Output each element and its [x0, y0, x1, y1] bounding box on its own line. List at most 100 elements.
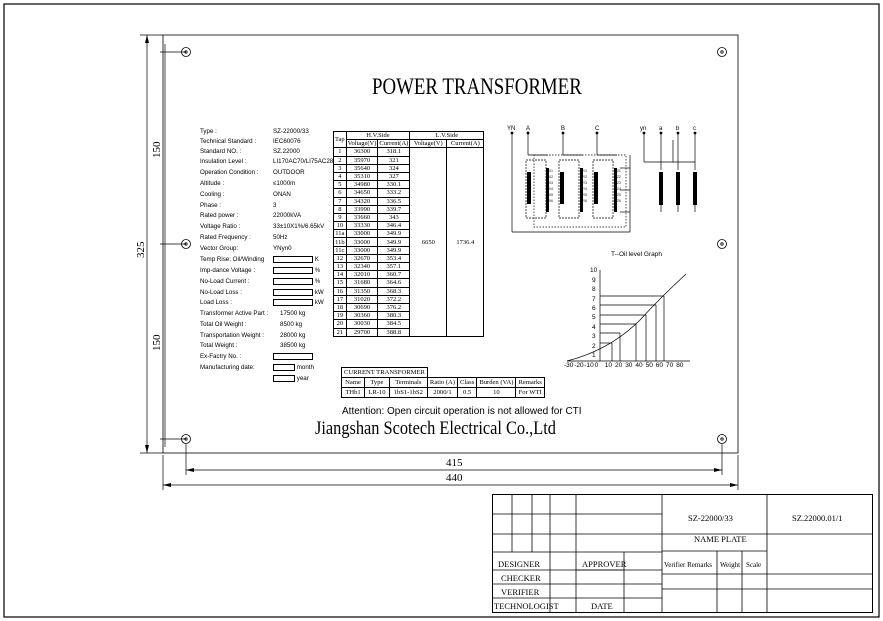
spec-label: Manufacturing date: — [200, 364, 255, 371]
spec-row: No-Load Current : % — [200, 278, 320, 285]
spec-row: Imp-dance Voltage : % — [200, 267, 320, 274]
value-box — [273, 353, 313, 360]
weight-label: Weight — [720, 561, 741, 569]
hv-voltage-cell: 32670 — [345, 253, 379, 264]
tap-number: 3 — [333, 163, 347, 173]
verifier-remarks-label: Verifier Remarks — [664, 561, 713, 569]
value-box — [273, 256, 313, 263]
hv-current-cell: 330.1 — [377, 180, 411, 190]
spec-label: Transportation Weight : — [200, 332, 264, 339]
tap-number: 4 — [333, 171, 347, 182]
spec-label: Type : — [200, 128, 217, 135]
svg-text:Z6: Z6 — [617, 199, 621, 203]
spec-unit: % — [314, 267, 321, 275]
ct-value-cell: THb1 — [340, 387, 366, 398]
approver-label: APPROVER — [582, 559, 627, 569]
hv-current-cell: 343 — [377, 212, 411, 223]
title-block-grid — [492, 494, 873, 613]
hv-voltage-cell: 33000 — [345, 237, 379, 247]
spec-value: SZ.22000 — [273, 148, 300, 155]
graph-x-tick: 80 — [676, 362, 684, 369]
value-box — [273, 278, 313, 285]
hv-current-cell: 388.8 — [377, 327, 411, 337]
spec-value: ONAN — [273, 191, 291, 198]
spec-label: Total Weight : — [200, 342, 238, 349]
ct-header-cell: Class — [457, 377, 478, 388]
svg-text:Z4: Z4 — [617, 187, 621, 191]
tap-header: Tap — [333, 130, 347, 149]
graph-x-tick: 60 — [655, 362, 664, 369]
tap-number: 10 — [333, 221, 347, 231]
svg-text:X6: X6 — [549, 199, 553, 203]
spec-row: Transformer Active Part :17500 kg — [200, 310, 305, 317]
spec-row: Cooling :ONAN — [200, 191, 291, 198]
graph-y-tick: 7 — [592, 295, 596, 303]
svg-text:X2: X2 — [549, 175, 553, 179]
hv-voltage-cell: 35310 — [345, 171, 379, 182]
hv-current-cell: 372.2 — [377, 294, 411, 304]
ct-title: CURRENT TRANSFORMER — [341, 367, 428, 378]
spec-row: Manufacturing date: month — [200, 364, 314, 371]
tap-number: 14 — [333, 270, 347, 280]
lv-current-header: Current(A) — [446, 139, 485, 149]
spec-row: Rated Frequency : 50Hz — [200, 234, 287, 241]
tap-number: 13 — [333, 261, 347, 272]
graph-y-tick: 9 — [592, 276, 596, 284]
spec-value: SZ-22000/33 — [273, 128, 309, 135]
spec-value: IEC60076 — [273, 138, 301, 145]
spec-label: Temp Rise: Oil/Winding — [200, 256, 265, 263]
hv-current-cell: 349.9 — [377, 229, 411, 239]
hv-voltage-header: Voltage(V) — [345, 139, 379, 149]
spec-row: Technical Standard :IEC60076 — [200, 138, 301, 145]
spec-value: 50Hz — [273, 234, 288, 241]
graph-y-tick: 5 — [592, 314, 596, 322]
tap-number: 18 — [333, 302, 347, 313]
spec-label: Voltage Ratio : — [200, 223, 241, 230]
spec-unit: K — [314, 256, 319, 264]
hv-current-cell: 336.5 — [377, 196, 411, 206]
attention-note: Attention: Open circuit operation is not… — [342, 406, 582, 417]
spec-value: 22000kVA — [273, 212, 302, 219]
dim-upper: 150 — [151, 141, 163, 159]
ct-value-cell: 2000/1 — [426, 387, 459, 398]
spec-label: Altitude : — [200, 180, 225, 187]
hv-current-header: Current(A) — [377, 139, 411, 149]
tap-number: 20 — [333, 319, 347, 329]
ct-header-cell: Type — [364, 377, 390, 388]
spec-label: Rated Frequency : — [200, 234, 251, 241]
tap-number: 11c — [333, 245, 347, 255]
svg-text:X3: X3 — [549, 181, 553, 185]
hv-voltage-cell: 30690 — [345, 302, 379, 313]
svg-text:X4: X4 — [549, 187, 553, 191]
hv-current-cell: 327 — [377, 171, 411, 182]
svg-text:Y6: Y6 — [583, 199, 587, 203]
ct-header-cell: Burden (VA) — [476, 377, 517, 388]
spec-value: 38500 kg — [280, 342, 306, 349]
spec-unit: month — [296, 364, 314, 372]
spec-value: OUTDOOR — [273, 169, 305, 176]
graph-y-tick: 8 — [592, 286, 596, 294]
spec-row: Rated power :22000kVA — [200, 212, 301, 219]
spec-label: No-Load Loss : — [200, 289, 242, 296]
hv-current-cell: 376.2 — [377, 302, 411, 313]
spec-row: Phase :3 — [200, 202, 276, 209]
hv-voltage-cell: 32010 — [345, 270, 379, 280]
spec-value: LI170AC70/LI75AC28 — [273, 158, 334, 165]
svg-text:Z2: Z2 — [617, 175, 621, 179]
spec-row: Total Weight : 38500 kg — [200, 342, 305, 349]
ct-value-cell: 1bS1-1bS2 — [388, 387, 428, 398]
spec-label: Insulation Level : — [200, 158, 247, 165]
lv-voltage-header: Voltage(V) — [409, 139, 448, 149]
spec-row: Type : SZ-22000/33 — [200, 128, 309, 135]
date-label: DATE — [591, 601, 613, 611]
tap-number: 6 — [333, 188, 347, 198]
spec-label: Standard NO. : — [200, 148, 242, 155]
hv-voltage-cell: 33000 — [345, 229, 379, 239]
spec-label: Transformer Active Part : — [200, 310, 269, 317]
hv-current-cell: 318.1 — [377, 147, 411, 157]
spec-label: Phase : — [200, 202, 221, 209]
graph-y-tick: 2 — [592, 342, 596, 350]
hv-voltage-cell: 31680 — [345, 278, 379, 288]
